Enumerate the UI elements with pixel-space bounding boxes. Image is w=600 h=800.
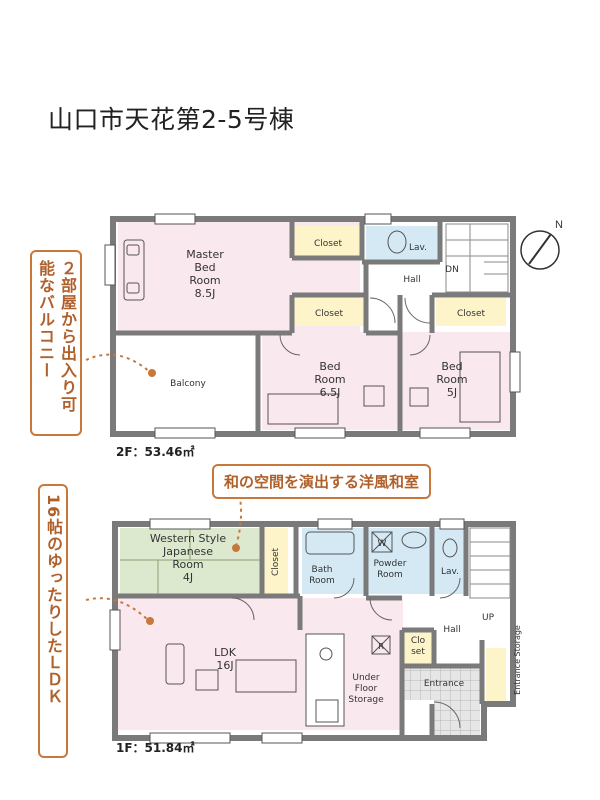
label-closet-2f-right: Closet — [457, 309, 486, 319]
label-washer: W — [378, 539, 387, 549]
north-compass-icon: N — [520, 219, 563, 270]
callout-balcony: ２部屋から出入り可能なバルコニー — [30, 250, 82, 436]
label-lav-1f: Lav. — [441, 567, 459, 577]
label-hall-2f: Hall — [403, 275, 420, 285]
svg-text:N: N — [555, 219, 563, 231]
label-refrigerator: R — [378, 642, 384, 651]
label-hall-1f: Hall — [443, 625, 460, 635]
callout-connectors — [85, 353, 242, 621]
label-closet-2f-mid: Closet — [315, 309, 344, 319]
area-1f: 1F：51.84㎡ — [116, 740, 195, 755]
area-2f: 2F：53.46㎡ — [116, 444, 195, 459]
page-title: 山口市天花第2-5号棟 — [48, 105, 295, 134]
callout-dots — [146, 369, 240, 625]
label-entrance: Entrance — [424, 679, 465, 689]
label-lav-2f: Lav. — [409, 243, 427, 253]
label-dn: DN — [445, 265, 459, 275]
label-closet-2f-top: Closet — [314, 239, 343, 249]
callout-western-japanese-room: 和の空間を演出する洋風和室 — [212, 464, 432, 499]
label-closet-1f: Closet — [271, 548, 281, 577]
label-entrance-storage: Entrance Storage — [513, 625, 522, 695]
label-up: UP — [482, 613, 495, 623]
label-balcony: Balcony — [170, 379, 206, 389]
callout-ldk: 16帖のゆったりしたＬＤＫ — [38, 484, 68, 758]
